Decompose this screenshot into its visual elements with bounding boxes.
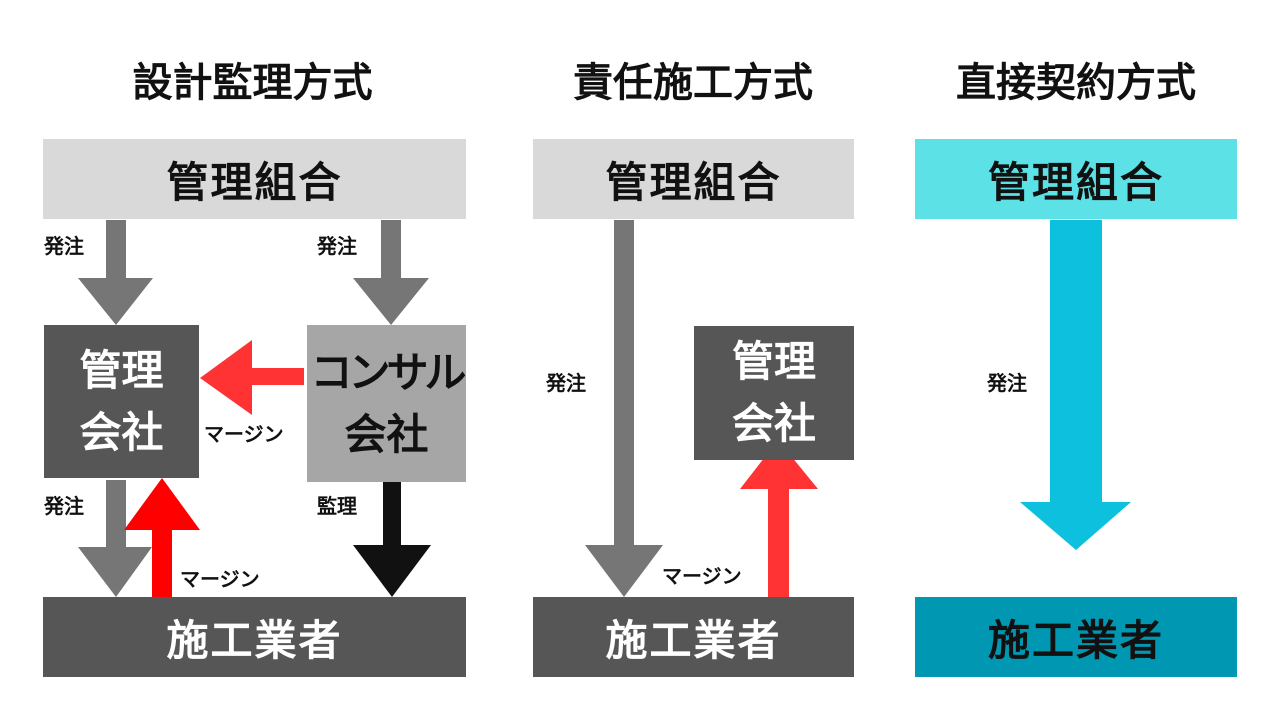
margin-label-side: マージン xyxy=(204,422,284,446)
order-arrow-lower xyxy=(78,480,152,597)
panel-title: 設計監理方式 xyxy=(132,60,373,106)
owners-association-box: 管理組合 xyxy=(533,139,854,219)
consultant-company-box: コンサル 会社 xyxy=(307,325,467,482)
order-arrow xyxy=(1020,220,1131,550)
box-line: コンサル xyxy=(310,347,466,397)
panel-title: 直接契約方式 xyxy=(956,60,1196,106)
contractor-box: 施工業者 xyxy=(533,597,854,677)
box-line: 管理 xyxy=(79,345,164,395)
supervise-arrow xyxy=(353,482,431,597)
margin-label-lower: マージン xyxy=(180,567,260,591)
margin-arrow-lower xyxy=(124,478,200,597)
box-line: 会社 xyxy=(731,399,816,448)
owners-association-box: 管理組合 xyxy=(43,139,466,219)
margin-label: マージン xyxy=(662,564,742,588)
order-label-right: 発注 xyxy=(317,234,357,258)
order-label-lower: 発注 xyxy=(44,494,84,518)
management-company-box: 管理 会社 xyxy=(44,325,199,478)
order-arrow-right xyxy=(353,220,429,325)
order-label: 発注 xyxy=(546,371,586,395)
contractor-box: 施工業者 xyxy=(915,597,1237,677)
margin-arrow-side xyxy=(200,340,304,415)
box-line: 会社 xyxy=(79,407,164,457)
panel-title: 責任施工方式 xyxy=(573,60,813,106)
order-label: 発注 xyxy=(987,371,1027,395)
order-label-left: 発注 xyxy=(44,234,84,258)
owners-association-box: 管理組合 xyxy=(915,139,1237,219)
order-arrow-left xyxy=(78,220,153,325)
supervise-label: 監理 xyxy=(317,494,357,518)
box-line: 管理 xyxy=(731,337,816,386)
box-line: 会社 xyxy=(344,409,429,459)
order-arrow xyxy=(585,220,663,597)
management-company-box: 管理 会社 xyxy=(694,326,854,460)
contractor-box: 施工業者 xyxy=(43,597,466,677)
margin-arrow xyxy=(740,440,818,597)
